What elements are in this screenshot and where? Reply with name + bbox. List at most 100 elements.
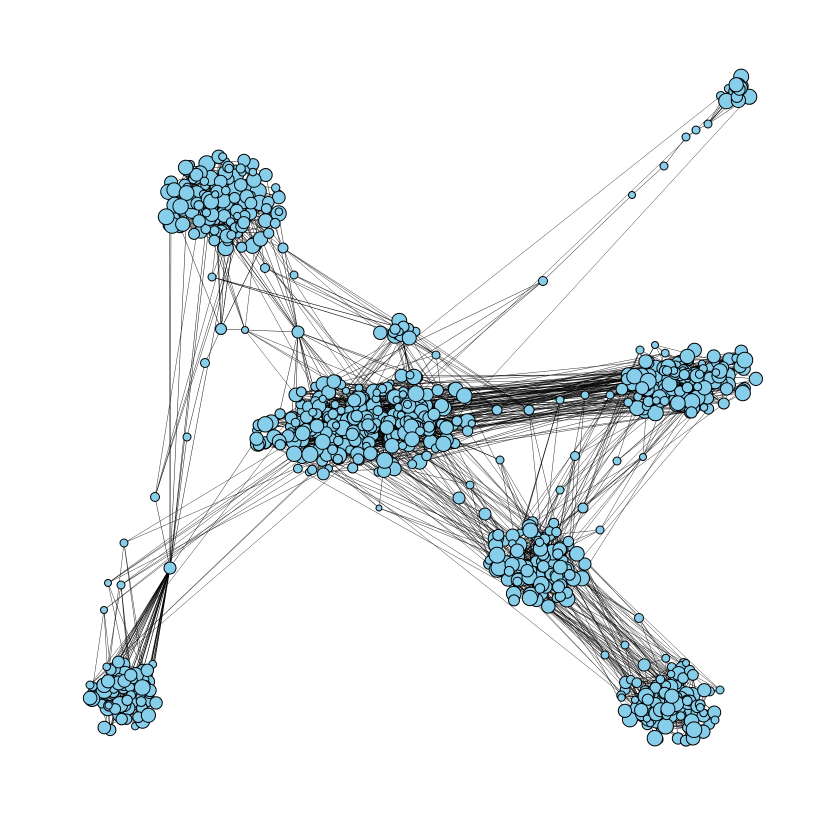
- bridge-node: [200, 358, 210, 368]
- graph-edge: [91, 609, 105, 694]
- graph-node: [188, 227, 201, 240]
- graph-node: [512, 576, 523, 587]
- graph-edge: [332, 381, 649, 415]
- graph-node: [326, 374, 342, 389]
- bridge-node: [681, 132, 691, 142]
- graph-node: [642, 714, 652, 723]
- graph-edge: [120, 468, 299, 586]
- graph-node: [234, 178, 248, 192]
- graph-node: [676, 711, 686, 721]
- graph-node: [345, 427, 359, 441]
- graph-node: [657, 717, 674, 735]
- bridge-node: [703, 119, 713, 129]
- graph-edge: [120, 460, 323, 586]
- graph-node: [347, 393, 362, 408]
- graph-node: [435, 435, 452, 452]
- graph-node: [706, 349, 721, 364]
- graph-node: [541, 599, 556, 614]
- graph-node: [552, 559, 568, 575]
- bridge-node: [710, 715, 720, 725]
- graph-node: [697, 683, 712, 698]
- graph-node: [112, 655, 125, 669]
- bridge-node: [659, 161, 669, 171]
- graph-edge: [501, 456, 644, 572]
- graph-node: [235, 163, 246, 174]
- bridge-node: [85, 680, 95, 690]
- bridge-node: [289, 270, 299, 280]
- graph-edge: [581, 578, 671, 687]
- graph-edge: [154, 189, 251, 498]
- graph-node: [274, 439, 286, 451]
- graph-node: [642, 395, 655, 408]
- graph-edge: [120, 584, 131, 676]
- graph-node: [552, 580, 565, 594]
- graph-edge: [154, 188, 255, 498]
- graph-node: [655, 674, 666, 685]
- graph-node: [638, 354, 654, 369]
- graph-edge: [584, 564, 651, 695]
- graph-node: [617, 703, 633, 718]
- graph-node: [664, 688, 680, 704]
- graph-node: [398, 390, 408, 399]
- graph-node: [461, 425, 474, 437]
- graph-node: [711, 368, 721, 377]
- graph-node: [508, 594, 520, 607]
- graph-node: [260, 203, 272, 215]
- graph-edge: [220, 328, 299, 333]
- bridge-node: [570, 451, 580, 461]
- graph-edge: [264, 267, 398, 335]
- graph-node: [394, 402, 403, 412]
- graph-node: [102, 662, 111, 672]
- graph-node: [293, 463, 303, 474]
- graph-edge: [293, 274, 394, 333]
- graph-node: [178, 185, 195, 201]
- graph-edge: [446, 388, 670, 433]
- graph-node: [379, 420, 395, 435]
- graph-node: [363, 446, 378, 461]
- graph-node: [630, 695, 640, 704]
- graph-node: [641, 693, 654, 706]
- graph-node: [467, 419, 476, 428]
- graph-node: [439, 420, 454, 436]
- graph-node: [537, 560, 550, 573]
- graph-node: [149, 696, 163, 710]
- graph-edge: [278, 213, 299, 333]
- graph-edge: [252, 245, 374, 392]
- graph-edge: [408, 328, 498, 411]
- graph-edge: [154, 210, 201, 498]
- graph-node: [728, 77, 744, 93]
- graph-edge: [537, 389, 743, 541]
- graph-edge: [265, 442, 519, 569]
- graph-node: [679, 348, 695, 365]
- graph-edge: [302, 440, 657, 722]
- graph-node: [510, 543, 525, 558]
- bridge-node: [612, 456, 622, 466]
- graph-edge: [169, 210, 237, 569]
- graph-edge: [544, 399, 561, 540]
- graph-node: [661, 653, 671, 663]
- graph-node: [134, 679, 151, 696]
- graph-edge: [280, 95, 722, 445]
- graph-edge: [568, 394, 696, 546]
- graph-edge: [397, 334, 498, 411]
- graph-edge: [135, 567, 171, 676]
- graph-edge: [169, 438, 257, 569]
- graph-node: [456, 387, 473, 404]
- graph-node: [218, 152, 228, 162]
- graph-node: [228, 192, 241, 204]
- graph-node: [271, 183, 281, 193]
- bridge-node: [555, 395, 565, 405]
- graph-edge: [154, 216, 234, 498]
- graph-node: [635, 381, 649, 396]
- graph-edge: [560, 460, 618, 549]
- graph-edge: [393, 332, 530, 411]
- graph-node: [401, 330, 417, 346]
- graph-node: [208, 234, 221, 247]
- graph-node: [237, 216, 251, 230]
- graph-node: [372, 405, 384, 417]
- graph-node: [352, 453, 365, 465]
- graph-node: [286, 445, 303, 462]
- graph-edge: [663, 136, 687, 167]
- graph-node: [551, 526, 562, 538]
- graph-edge: [204, 328, 222, 364]
